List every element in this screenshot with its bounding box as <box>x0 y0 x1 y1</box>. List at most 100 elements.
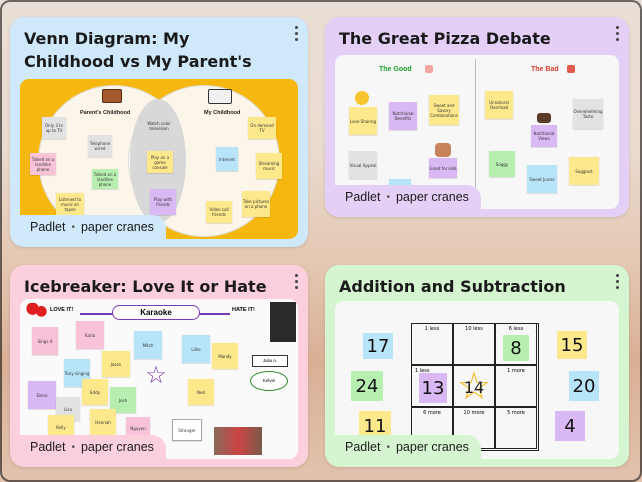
padlet-card-pizza[interactable]: The Great Pizza Debate The Good The Bad … <box>325 17 629 217</box>
grid-cell: 10 less <box>453 323 495 365</box>
sticky-note[interactable]: Unnatural Overload <box>485 91 513 119</box>
sticky-note[interactable]: Sweet Juices <box>527 165 557 193</box>
author-label: paper cranes <box>80 440 154 454</box>
family-icon <box>435 143 451 157</box>
sticky-note[interactable]: Stranger <box>172 419 202 441</box>
more-options-icon[interactable] <box>614 274 620 290</box>
sticky-note[interactable]: Mitch <box>134 331 162 359</box>
more-options-icon[interactable] <box>614 26 620 42</box>
separator-dot: • <box>386 191 390 203</box>
board-thumbnail[interactable]: Parent's Childhood My Childhood Only 3 t… <box>20 79 298 239</box>
sticky-note[interactable]: Elena <box>28 381 56 409</box>
sticky-note[interactable]: Soggy <box>489 151 515 177</box>
card-footer: Padlet • paper cranes <box>20 435 166 459</box>
sticky-note[interactable]: Mandy <box>212 343 238 369</box>
separator-dot: • <box>71 441 75 453</box>
sticky-note[interactable]: Great for kids <box>429 158 457 178</box>
sticky-note[interactable]: Nutritional Views <box>531 125 557 147</box>
sticky-note[interactable]: On demand TV <box>248 117 276 139</box>
sticky-note[interactable]: Take pictures on a phone <box>242 191 270 217</box>
sticky-note[interactable]: Nutritional Benefits <box>389 102 417 130</box>
card-title: Venn Diagram: My Childhood vs My Parent'… <box>24 29 252 71</box>
card-footer: Padlet • paper cranes <box>20 215 166 239</box>
sticky-note[interactable]: Streaming music <box>256 153 282 179</box>
card-title: Addition and Subtraction <box>339 277 566 296</box>
number-note[interactable]: 24 <box>351 371 383 401</box>
sticky-note[interactable]: Love Sharing <box>349 107 377 135</box>
separator-dot: • <box>386 441 390 453</box>
sticky-note[interactable]: Listened to music on tapes <box>56 193 84 215</box>
number-note[interactable]: 4 <box>555 411 585 441</box>
sticky-note[interactable]: Visual Appeal <box>349 151 377 179</box>
sticky-note[interactable]: Talked on a landline phone <box>30 153 56 175</box>
sticky-note[interactable]: Nguyen <box>126 417 150 439</box>
sticky-note[interactable]: Eddy <box>82 379 108 405</box>
sticky-note[interactable]: Josh <box>110 387 136 413</box>
sticky-note[interactable]: Talked on a landline phone <box>92 169 118 189</box>
center-number: 14 <box>463 377 485 397</box>
sticky-note[interactable]: Overwhelming Taste <box>573 99 603 129</box>
hand-photo <box>270 302 296 342</box>
venn-right-title: My Childhood <box>204 110 241 116</box>
card-footer: Padlet • paper cranes <box>335 185 481 209</box>
card-title: The Great Pizza Debate <box>339 29 551 48</box>
thumbs-up-icon <box>425 65 433 73</box>
grid-cell: 1 more <box>495 365 537 407</box>
grid-cell: 6 less <box>495 323 537 365</box>
sticky-note[interactable]: Soggiest <box>569 157 599 185</box>
sticky-note[interactable]: Karla <box>76 321 104 349</box>
brand-label: Padlet <box>30 440 66 454</box>
number-note[interactable]: 17 <box>363 333 393 359</box>
board-thumbnail[interactable]: The Good The Bad Love Sharing Nutritiona… <box>335 55 619 209</box>
sticky-note[interactable]: Watch color television <box>147 121 171 131</box>
padlet-card-icebreaker[interactable]: Icebreaker: Love It or Hate It LOVE IT! … <box>10 265 308 467</box>
star-icon: ☆ <box>456 366 492 408</box>
brand-label: Padlet <box>345 190 381 204</box>
sticky-note[interactable]: Hannah <box>90 409 116 435</box>
grid-cell: 5 more <box>495 407 537 449</box>
sticky-note[interactable]: Video call friends <box>206 201 232 223</box>
sticky-note[interactable]: Play with friends <box>150 189 176 215</box>
sticky-note[interactable]: Jason <box>102 351 130 377</box>
sticky-note[interactable]: Sings it <box>32 327 58 355</box>
cake-icon <box>537 113 551 123</box>
number-note[interactable]: 13 <box>419 373 447 403</box>
column-divider <box>475 59 476 209</box>
more-options-icon[interactable] <box>293 274 299 290</box>
sticky-note[interactable]: Ned <box>188 379 214 405</box>
sticky-note[interactable]: Sweet and Savory Combinations <box>429 95 459 125</box>
more-options-icon[interactable] <box>293 26 299 42</box>
love-label: LOVE IT! <box>50 307 74 313</box>
sticky-note[interactable]: Play on a game console <box>147 151 173 173</box>
karaoke-label: Karaoke <box>112 305 200 320</box>
photo-thumbnail <box>214 427 262 455</box>
sticky-note[interactable]: Lillie <box>182 335 210 363</box>
author-label: paper cranes <box>395 190 469 204</box>
star-shape: ☆ <box>145 362 167 389</box>
separator-dot: • <box>71 221 75 233</box>
cloud-label: Kelvin <box>250 371 288 391</box>
grid-cell: 1 less <box>411 365 453 407</box>
hearts-icon <box>26 303 48 317</box>
board-thumbnail[interactable]: LOVE IT! Karaoke HATE IT! Sings it Karla… <box>20 299 298 459</box>
venn-left-title: Parent's Childhood <box>80 110 131 116</box>
sticky-note[interactable]: Only 3 tv up to TV <box>42 117 66 139</box>
card-footer: Padlet • paper cranes <box>335 435 481 459</box>
arrow-label: Julia A. <box>252 355 288 367</box>
number-note[interactable]: 20 <box>569 371 599 401</box>
grid-cell <box>453 365 495 407</box>
tv-icon <box>208 89 232 104</box>
number-note[interactable]: 8 <box>503 335 529 361</box>
author-label: paper cranes <box>80 220 154 234</box>
author-label: paper cranes <box>395 440 469 454</box>
padlet-card-math[interactable]: Addition and Subtraction 17 24 11 1 less… <box>325 265 629 467</box>
grid-cell: 1 less <box>411 323 453 365</box>
brand-label: Padlet <box>345 440 381 454</box>
sticky-note[interactable]: Internet <box>216 147 238 171</box>
sticky-note[interactable]: Telephone wired <box>88 135 112 157</box>
number-note[interactable]: 15 <box>557 331 587 359</box>
padlet-card-venn[interactable]: Venn Diagram: My Childhood vs My Parent'… <box>10 17 308 247</box>
bad-heading: The Bad <box>531 66 559 73</box>
hate-label: HATE IT! <box>232 307 255 313</box>
thumbs-down-icon <box>567 65 575 73</box>
